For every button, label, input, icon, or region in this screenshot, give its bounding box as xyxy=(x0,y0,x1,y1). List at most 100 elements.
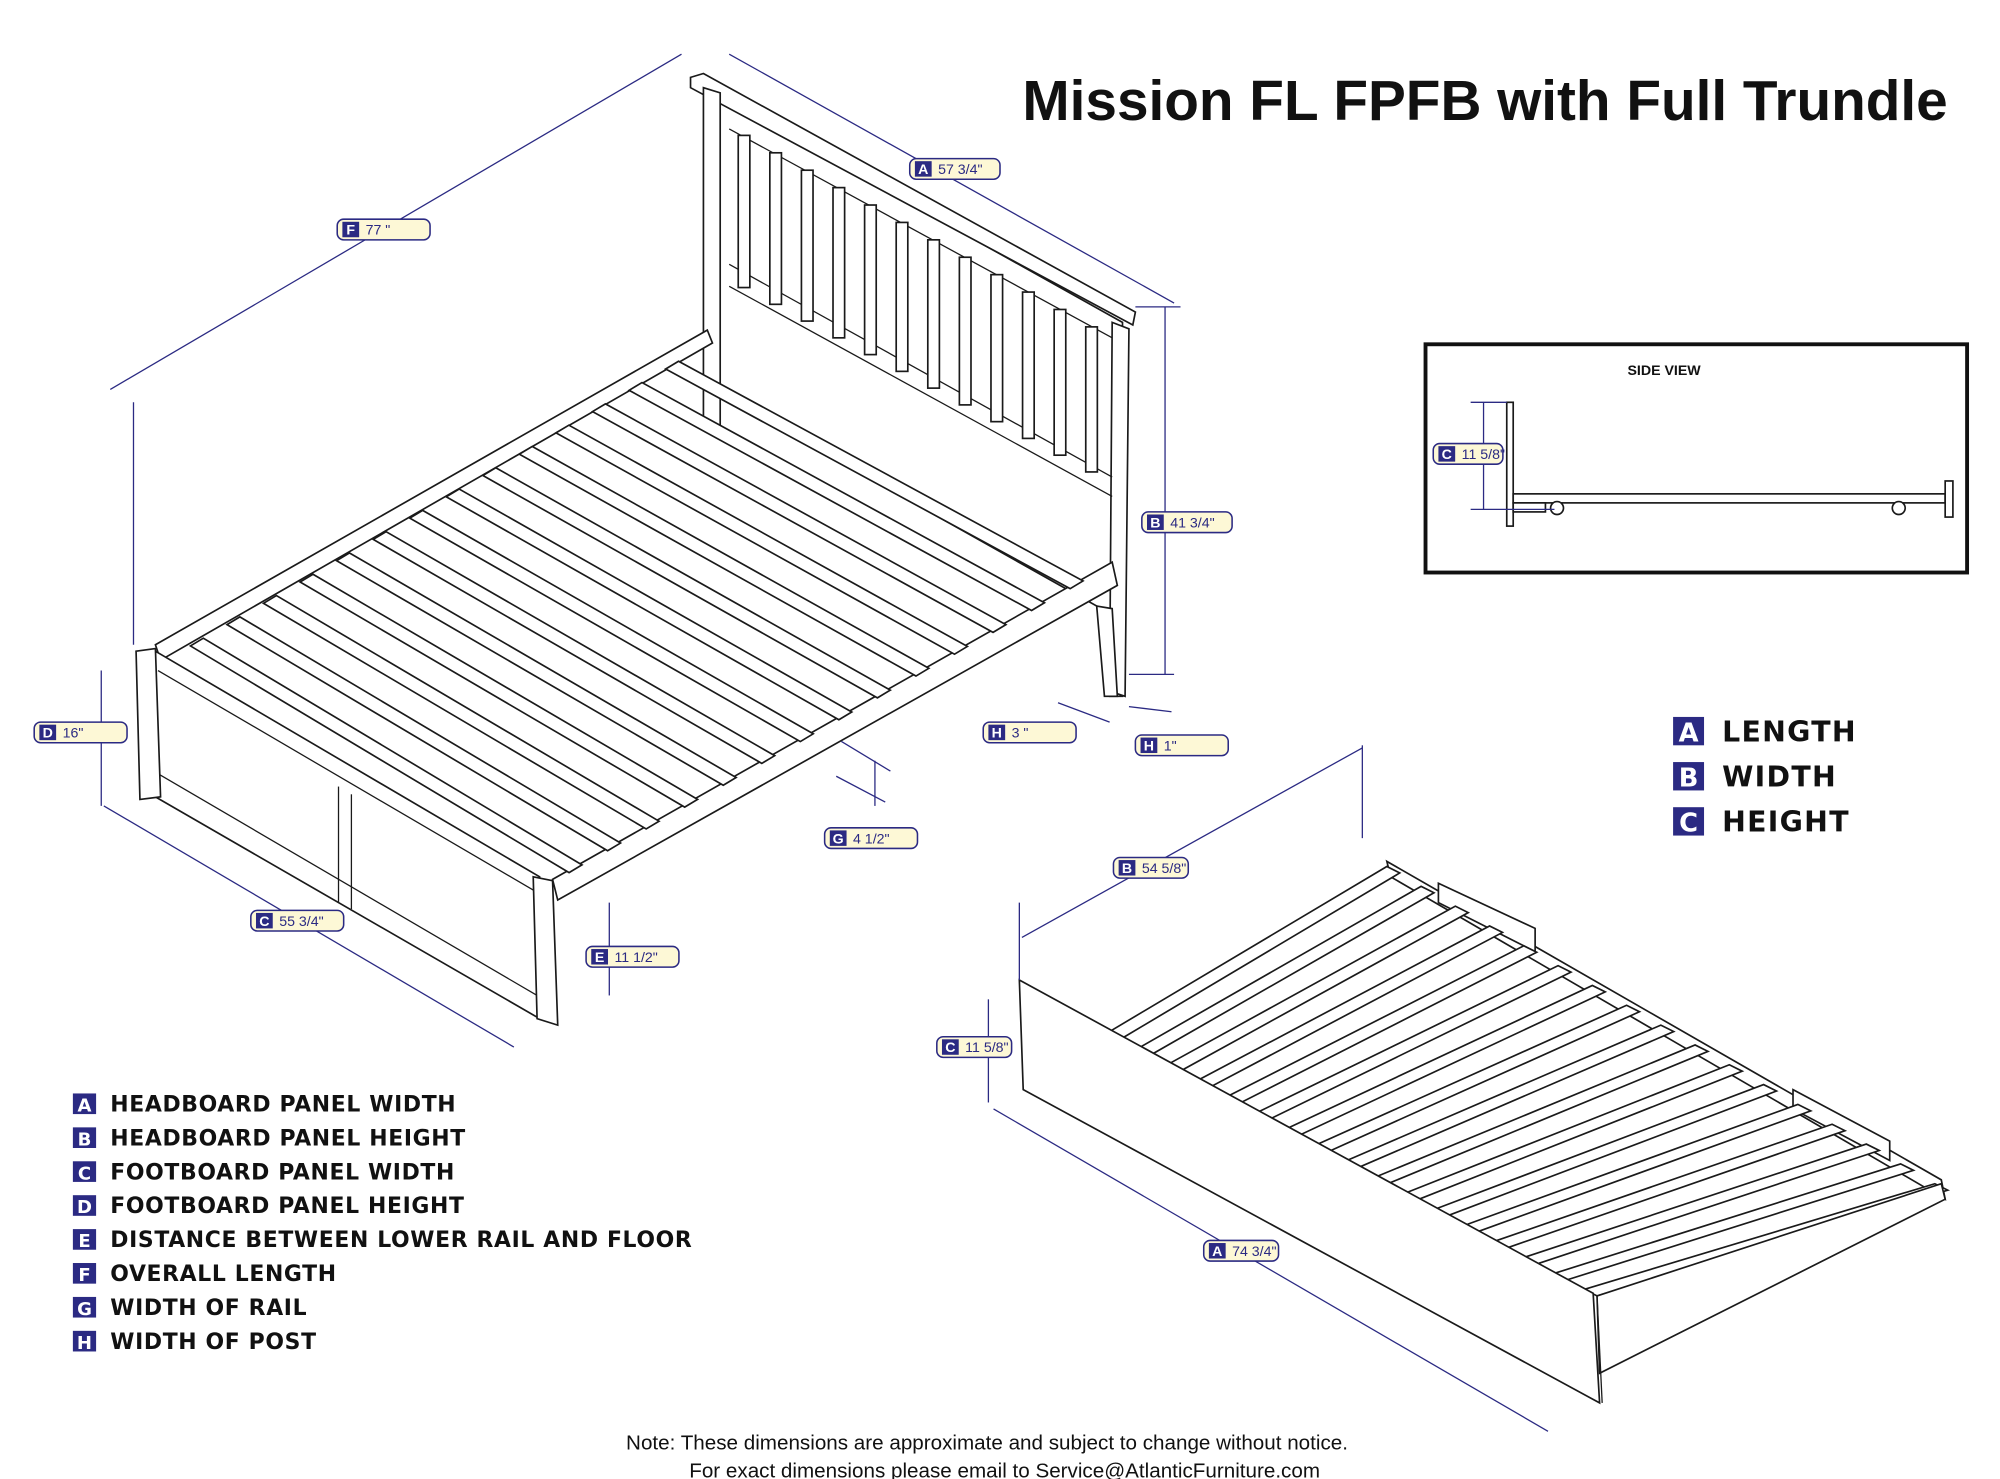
legend-text: HEADBOARD PANEL HEIGHT xyxy=(110,1126,466,1151)
bed-slat xyxy=(261,594,661,830)
bed-slat xyxy=(298,573,700,809)
bed-slat xyxy=(444,488,854,721)
label-letter: A xyxy=(918,162,928,178)
legend-text: OVERALL LENGTH xyxy=(110,1262,336,1287)
bed-legend-item: B HEADBOARD PANEL HEIGHT xyxy=(72,1126,466,1151)
trundle-slat xyxy=(1137,885,1436,1056)
label-value: 11 1/2" xyxy=(614,950,657,966)
legend-letter: D xyxy=(77,1197,92,1218)
side-view-title: SIDE VIEW xyxy=(1627,363,1701,379)
spindle xyxy=(1053,308,1067,457)
legend-text: FOOTBOARD PANEL HEIGHT xyxy=(110,1194,464,1219)
trundle-end-block xyxy=(1792,1088,1891,1162)
bed-slat xyxy=(590,402,1008,634)
label-value: 1" xyxy=(1164,738,1177,754)
trundle-side-rail xyxy=(1596,1182,1947,1375)
legend-letter: B xyxy=(1679,764,1699,794)
spindle xyxy=(958,256,972,406)
headboard-cap xyxy=(689,72,1137,327)
bed-slat xyxy=(554,424,970,656)
label-value: 74 3/4" xyxy=(1232,1244,1276,1260)
legend-text: DISTANCE BETWEEN LOWER RAIL AND FLOOR xyxy=(110,1228,692,1253)
trundle-slat xyxy=(1107,865,1402,1039)
dimension-label-h: H 1" xyxy=(1134,734,1230,757)
bed-legend-item: D FOOTBOARD PANEL HEIGHT xyxy=(72,1194,464,1219)
bed-slat xyxy=(481,466,892,699)
label-value: 77 " xyxy=(366,223,391,239)
label-value: 55 3/4" xyxy=(279,914,323,930)
spindle xyxy=(990,273,1004,423)
label-letter: C xyxy=(259,914,269,930)
trundle-label-a: A 74 3/4" xyxy=(1202,1239,1280,1262)
label-letter: H xyxy=(1144,738,1154,754)
bed-legend-item: C FOOTBOARD PANEL WIDTH xyxy=(72,1160,455,1185)
legend-text: FOOTBOARD PANEL WIDTH xyxy=(110,1160,455,1185)
legend-letter: C xyxy=(78,1163,91,1184)
bed-slats xyxy=(188,360,1085,874)
label-value: 16" xyxy=(63,726,84,742)
trundle-front-panel xyxy=(1018,978,1601,1405)
dimension-label-f: F 77 " xyxy=(336,218,431,241)
note-line-1: Note: These dimensions are approximate a… xyxy=(626,1431,1348,1454)
headboard-spindles xyxy=(737,134,1099,473)
bed-drawing xyxy=(135,72,1137,1027)
trundle-slat xyxy=(1167,905,1471,1072)
bed-slat xyxy=(371,530,777,765)
spindle xyxy=(832,186,846,339)
label-letter: C xyxy=(945,1040,955,1056)
bed-slat xyxy=(663,360,1085,590)
legend-text: WIDTH xyxy=(1722,761,1837,794)
trundle-legend-item: B WIDTH xyxy=(1673,761,1837,794)
legend-text: WIDTH OF RAIL xyxy=(110,1296,307,1321)
spindle xyxy=(768,151,783,306)
dimension-label-b: B 41 3/4" xyxy=(1141,511,1233,534)
label-value: 41 3/4" xyxy=(1170,515,1214,531)
label-letter: D xyxy=(43,726,53,742)
legend-letter: A xyxy=(78,1096,92,1117)
spindle xyxy=(926,238,941,389)
legend-text: LENGTH xyxy=(1722,715,1857,748)
headboard-left-post xyxy=(702,86,722,427)
label-letter: G xyxy=(833,831,844,847)
legend-letter: B xyxy=(78,1129,92,1150)
legend-letter: A xyxy=(1679,718,1699,748)
label-letter: B xyxy=(1150,515,1160,531)
spindle xyxy=(895,221,909,373)
bed-slat xyxy=(517,445,931,678)
footboard-right-post xyxy=(532,875,559,1027)
spindle xyxy=(737,134,751,289)
label-letter: A xyxy=(1212,1244,1222,1260)
legend-letter: G xyxy=(77,1299,92,1320)
label-value: 54 5/8" xyxy=(1142,861,1186,877)
bed-slat xyxy=(408,509,815,743)
spindle xyxy=(863,204,878,356)
label-letter: C xyxy=(1442,447,1452,463)
legend-letter: F xyxy=(78,1265,90,1286)
trundle-legend-item: A LENGTH xyxy=(1673,715,1857,748)
leg xyxy=(1095,605,1119,698)
dimension-label-c: C 55 3/4" xyxy=(250,909,345,932)
dimension-label-g: G 4 1/2" xyxy=(823,827,919,850)
trundle-drawing xyxy=(1018,859,1951,1405)
label-value: 3 " xyxy=(1012,726,1029,742)
bed-slat xyxy=(225,615,623,852)
bed-slat xyxy=(334,551,738,787)
footboard-left-post xyxy=(135,647,162,801)
label-value: 4 1/2" xyxy=(853,831,890,847)
label-letter: F xyxy=(346,223,355,239)
spindle xyxy=(1021,291,1036,440)
